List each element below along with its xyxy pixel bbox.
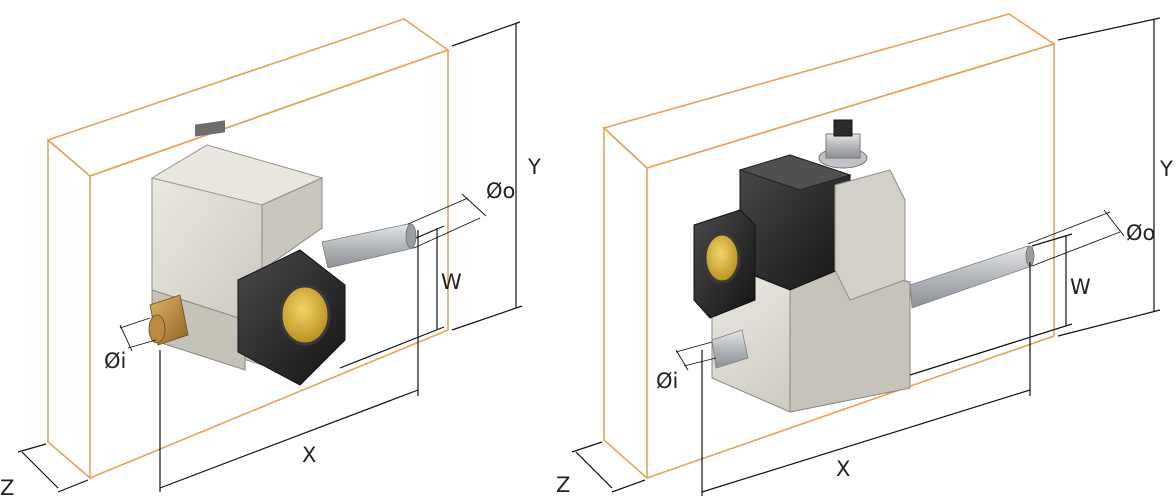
left-oi-cross	[119, 324, 133, 352]
gas-valve-icon	[148, 120, 417, 386]
left-z-ext-a	[17, 443, 47, 453]
left-outlet-pipe	[321, 223, 415, 269]
left-label-y: Y	[527, 155, 541, 179]
right-oi-line-b	[683, 357, 717, 367]
right-figure: Y W Øo X Øi Z	[556, 13, 1173, 497]
right-upper-housing	[834, 169, 906, 301]
left-box-inner-top-edge	[89, 49, 449, 177]
right-label-oo: Øo	[1126, 221, 1155, 245]
left-box-top-face	[46, 18, 450, 177]
left-pressure-switch-dial	[279, 284, 331, 346]
right-oo-cross	[1103, 209, 1125, 237]
right-label-oi: Øi	[656, 369, 678, 393]
right-box-inner-top-edge	[646, 43, 1055, 169]
left-dimension-lines	[17, 21, 523, 493]
right-w-bottom-ext	[909, 323, 1073, 376]
right-label-z: Z	[556, 473, 570, 497]
left-oi-line-a	[119, 317, 151, 329]
right-bounding-box	[602, 13, 1056, 480]
left-y-top-ext	[451, 21, 521, 47]
left-oo-cross	[461, 193, 487, 217]
left-label-z: Z	[0, 476, 14, 500]
left-y-bottom-ext	[451, 305, 523, 331]
right-adjust-knob-stem	[825, 133, 861, 159]
left-bounding-box	[46, 18, 450, 480]
right-outlet-pipe	[909, 245, 1033, 309]
left-inlet-fitting-end	[148, 314, 166, 344]
right-oo-line-b	[1031, 231, 1121, 267]
left-label-oi: Øi	[104, 349, 126, 373]
right-w-top-ext	[1031, 233, 1073, 247]
right-oo-line-a	[1027, 211, 1111, 245]
right-z-dimension-line	[575, 451, 613, 489]
right-solenoid-top	[738, 154, 852, 191]
left-valve-side	[261, 177, 323, 271]
left-valve-connector	[195, 120, 225, 137]
right-y-bottom-ext	[1057, 309, 1161, 337]
left-oo-line-b	[413, 217, 481, 249]
left-oi-line-b	[127, 339, 157, 349]
left-z-ext-b	[57, 479, 89, 493]
right-label-w: W	[1070, 275, 1091, 299]
right-z-ext-a	[571, 441, 603, 453]
left-box-front-face	[47, 138, 91, 480]
right-box-bottom-edge	[646, 335, 1055, 479]
right-dimension-lines	[571, 17, 1161, 496]
left-box-bottom-edge	[89, 329, 449, 479]
right-box-front-face	[603, 126, 648, 480]
left-w-bottom-ext	[339, 326, 445, 369]
right-oi-cross	[675, 349, 689, 371]
right-pressure-switch-dial	[703, 232, 741, 284]
right-z-ext-b	[611, 479, 646, 493]
left-outlet-pipe-end	[405, 223, 417, 249]
left-w-top-ext	[415, 225, 445, 239]
right-x-dimension-line	[701, 389, 1031, 493]
left-oo-line-a	[407, 197, 469, 225]
left-z-dimension-line	[21, 451, 59, 489]
left-x-dimension-line	[159, 389, 419, 489]
left-label-x: X	[302, 443, 316, 467]
right-y-top-ext	[1057, 17, 1161, 41]
right-label-y: Y	[1159, 157, 1173, 181]
right-label-x: X	[836, 457, 850, 481]
right-adjust-knob-cap	[833, 119, 853, 137]
left-label-oo: Øo	[486, 179, 515, 203]
left-figure: Y W Øo X Øi Z	[0, 18, 541, 500]
gas-multiblock-icon	[693, 119, 1035, 413]
right-oi-line-a	[675, 341, 713, 353]
left-label-w: W	[441, 270, 462, 294]
